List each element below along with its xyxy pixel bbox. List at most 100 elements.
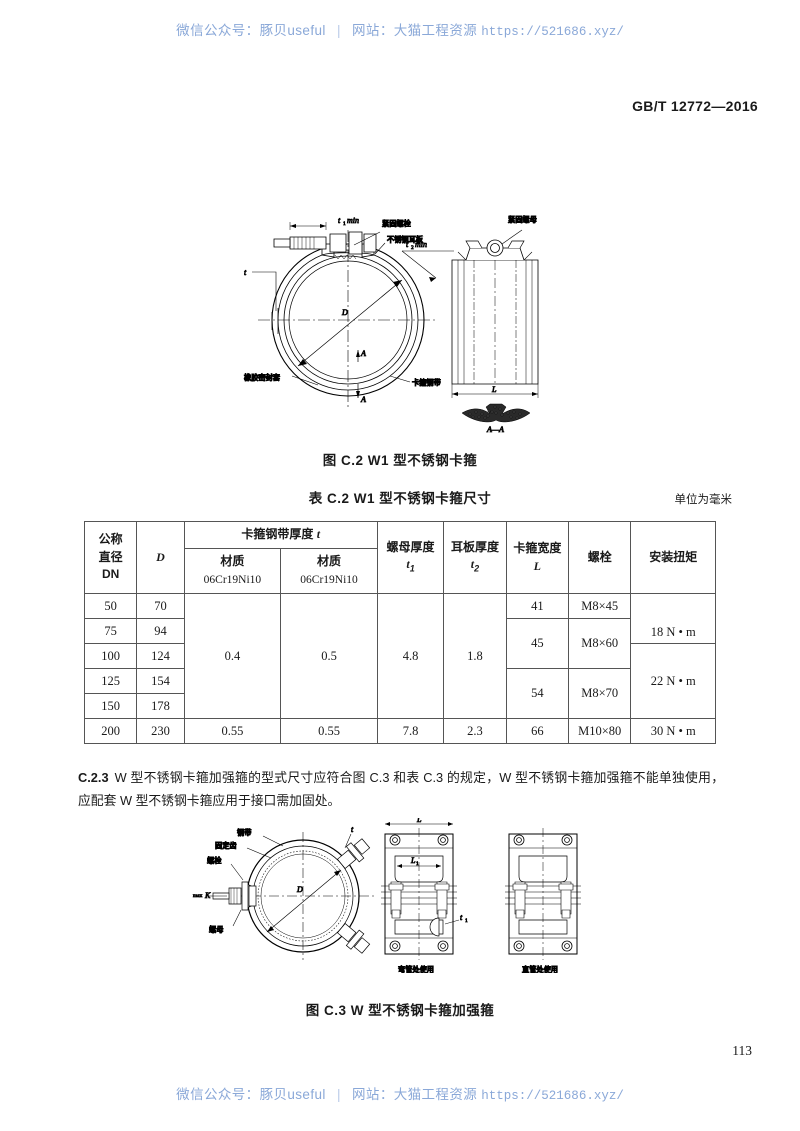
page-number: 113	[732, 1043, 752, 1058]
standard-number: GB/T 12772—2016	[632, 98, 758, 114]
figure-c3-drawing: D max K t 钢带 固定齿	[185, 818, 620, 973]
header-material-1: 材质 06Cr19Ni10	[183, 548, 282, 594]
svg-text:t: t	[351, 825, 354, 834]
cell-d: 70	[136, 593, 185, 619]
svg-text:t: t	[406, 240, 409, 249]
table-header: 公称 直径 DN D 卡箍钢带厚度 t 螺母厚度 t1 耳板厚度 t2 卡箍宽度…	[83, 521, 716, 594]
cell-clamp-width: 45	[505, 618, 570, 669]
cell-clamp-width: 41	[505, 593, 570, 619]
cell-bolt: M8×45	[568, 593, 632, 619]
table-c2-unit-note: 单位为毫米	[674, 494, 733, 506]
cell-material-2: 0.5	[280, 593, 378, 719]
svg-text:t: t	[244, 268, 247, 277]
cell-d: 178	[136, 693, 185, 719]
svg-text:max: max	[193, 893, 203, 899]
cell-ear-thickness: 2.3	[443, 718, 507, 744]
cell-dn: 125	[83, 668, 138, 694]
cell-dn: 100	[83, 643, 138, 669]
header-ear-thickness: 耳板厚度 t2	[443, 521, 507, 594]
svg-text:D: D	[341, 308, 348, 317]
header-bolt: 螺栓	[568, 521, 632, 594]
svg-text:螺母: 螺母	[209, 925, 223, 934]
svg-text:直管处使用: 直管处使用	[522, 965, 558, 973]
cell-nut-thickness: 7.8	[376, 718, 445, 744]
cell-dn: 150	[83, 693, 138, 719]
watermark-site-label: 网站：大猫工程资源	[352, 1087, 478, 1102]
svg-text:L: L	[416, 818, 422, 824]
watermark-wechat-label: 微信公众号：豚贝useful	[176, 1087, 326, 1102]
svg-text:L: L	[410, 856, 416, 865]
header-band-thickness-group: 卡箍钢带厚度 t	[183, 521, 378, 549]
clamp-dimensions-table: 公称 直径 DN D 卡箍钢带厚度 t 螺母厚度 t1 耳板厚度 t2 卡箍宽度…	[83, 521, 716, 744]
cell-dn: 200	[83, 718, 138, 744]
watermark-url: https://521686.xyz/	[481, 25, 624, 39]
header-torque: 安装扭矩	[630, 521, 716, 594]
svg-text:D: D	[296, 885, 303, 894]
svg-text:A: A	[360, 349, 366, 358]
svg-text:螺栓: 螺栓	[207, 856, 222, 865]
figure-c2-caption: 图 C.2 W1 型不锈钢卡箍	[322, 453, 478, 468]
table-c2-title: 表 C.2 W1 型不锈钢卡箍尺寸	[308, 491, 492, 506]
svg-text:弯管处使用: 弯管处使用	[398, 965, 434, 973]
cell-clamp-width: 54	[505, 668, 570, 719]
svg-text:不锈钢耳板: 不锈钢耳板	[387, 235, 424, 244]
cell-d: 94	[136, 618, 185, 644]
cell-dn: 75	[83, 618, 138, 644]
cell-ear-thickness: 1.8	[443, 593, 507, 719]
header-clamp-width: 卡箍宽度 L	[505, 521, 570, 594]
svg-text:min: min	[415, 240, 427, 249]
header-material-2: 材质 06Cr19Ni10	[280, 548, 378, 594]
table-body: 50 70 0.4 0.5 4.8 1.8 41 M8×45 18 N • m …	[83, 593, 716, 744]
cell-bolt: M8×70	[568, 668, 632, 719]
cell-d: 230	[136, 718, 185, 744]
header-d: D	[136, 521, 185, 594]
header-nominal-diameter: 公称 直径 DN	[83, 521, 138, 594]
cell-nut-thickness: 4.8	[376, 593, 445, 719]
svg-text:1: 1	[465, 918, 468, 924]
svg-text:2: 2	[411, 245, 414, 251]
paragraph-number: C.2.3	[78, 770, 109, 785]
cell-material-1: 0.55	[183, 718, 282, 744]
cell-dn: 50	[83, 593, 138, 619]
cell-d: 154	[136, 668, 185, 694]
watermark-separator: |	[336, 23, 341, 38]
svg-text:A: A	[360, 395, 366, 404]
header-watermark: 微信公众号：豚贝useful | 网站：大猫工程资源 https://52168…	[0, 19, 800, 39]
svg-text:K: K	[204, 891, 211, 900]
svg-text:卡箍钢带: 卡箍钢带	[412, 378, 441, 387]
cell-bolt: M10×80	[568, 718, 632, 744]
cell-torque: 22 N • m	[630, 643, 716, 719]
watermark-site-label: 网站：大猫工程资源	[352, 23, 478, 38]
svg-text:橡胶密封套: 橡胶密封套	[244, 373, 281, 382]
paragraph-text: W 型不锈钢卡箍加强箍的型式尺寸应符合图 C.3 和表 C.3 的规定，W 型不…	[78, 770, 724, 808]
svg-text:紧固螺栓: 紧固螺栓	[382, 219, 412, 228]
svg-text:min: min	[347, 216, 359, 225]
cell-material-1: 0.4	[183, 593, 282, 719]
header-nut-thickness: 螺母厚度 t1	[376, 521, 445, 594]
svg-text:L: L	[491, 385, 497, 394]
figure-c3-caption: 图 C.3 W 型不锈钢卡箍加强箍	[305, 1003, 495, 1018]
table-row: 50 70 0.4 0.5 4.8 1.8 41 M8×45 18 N • m	[83, 593, 716, 719]
svg-text:t: t	[460, 913, 463, 922]
svg-text:固定齿: 固定齿	[215, 841, 237, 850]
cell-bolt: M8×60	[568, 618, 632, 669]
table-row: 200 230 0.55 0.55 7.8 2.3 66 M10×80 30 N…	[83, 718, 716, 744]
watermark-url: https://521686.xyz/	[481, 1089, 624, 1103]
cell-torque: 18 N • m	[630, 593, 716, 644]
cell-torque: 30 N • m	[630, 718, 716, 744]
svg-text:t: t	[338, 216, 341, 225]
watermark-separator: |	[336, 1087, 341, 1102]
svg-text:1: 1	[416, 861, 419, 867]
svg-text:A—A: A—A	[486, 425, 504, 434]
cell-d: 124	[136, 643, 185, 669]
svg-text:钢带: 钢带	[236, 828, 251, 837]
footer-watermark: 微信公众号：豚贝useful | 网站：大猫工程资源 https://52168…	[0, 1083, 800, 1103]
cell-clamp-width: 66	[505, 718, 570, 744]
cell-material-2: 0.55	[280, 718, 378, 744]
figure-c2-drawing: D t 1 min t 紧固螺栓 不锈钢耳板 橡胶密封套 卡箍钢带 A	[230, 208, 575, 440]
svg-text:紧固螺母: 紧固螺母	[508, 215, 537, 224]
table-row: 75 94 45 M8×60	[83, 618, 716, 669]
watermark-wechat-label: 微信公众号：豚贝useful	[176, 23, 326, 38]
svg-text:1: 1	[343, 221, 346, 227]
